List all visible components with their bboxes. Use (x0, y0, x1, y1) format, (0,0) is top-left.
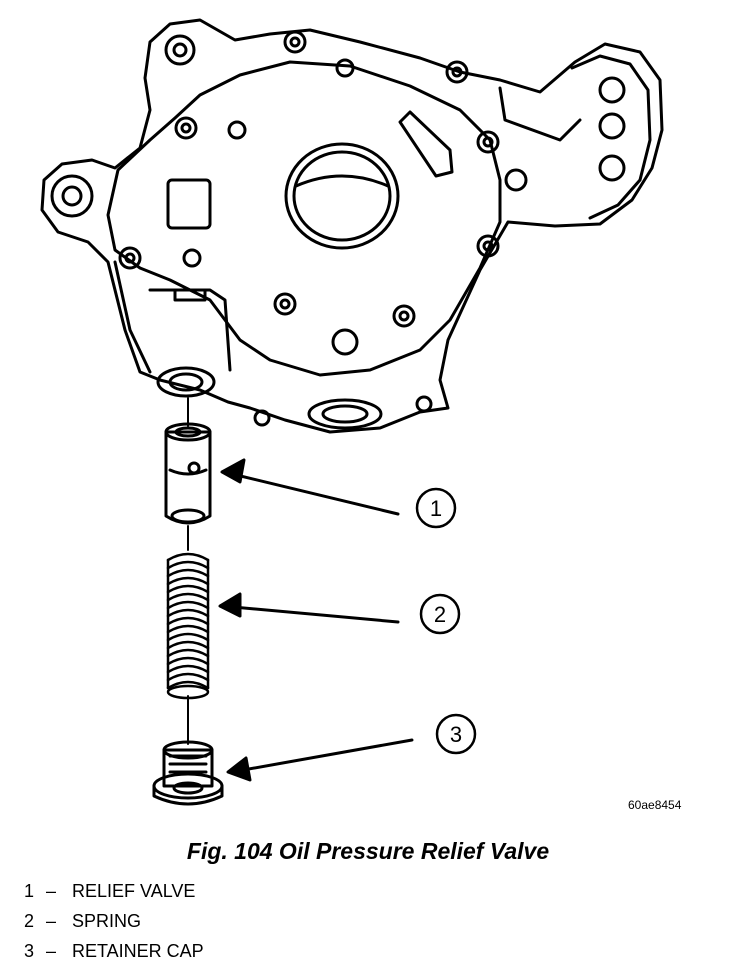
legend-dash: – (46, 911, 57, 931)
legend: 1 – RELIEF VALVE 2 – SPRING 3 – RETAINER… (24, 876, 204, 966)
legend-number: 3 (24, 941, 35, 961)
figure-code: 60ae8454 (628, 798, 682, 812)
oil-pump-housing (40, 18, 664, 434)
legend-item: 3 – RETAINER CAP (24, 936, 204, 966)
callout-number-2: 2 (434, 602, 446, 627)
spring (166, 552, 210, 700)
legend-dash: – (46, 881, 57, 901)
legend-number: 2 (24, 911, 35, 931)
arrowhead-3 (226, 756, 252, 782)
leader-line-3 (230, 738, 414, 774)
legend-label: RETAINER CAP (72, 941, 204, 961)
leader-line-2 (220, 604, 400, 624)
legend-label: SPRING (72, 911, 142, 931)
leader-arrows (218, 458, 414, 782)
diagram-artwork: 1 2 3 (40, 18, 664, 806)
legend-label: RELIEF VALVE (72, 881, 196, 901)
arrowhead-1 (220, 458, 246, 484)
legend-item: 2 – SPRING (24, 906, 204, 936)
callout-number-3: 3 (450, 722, 462, 747)
callout-circle-2 (419, 593, 461, 635)
legend-number: 1 (24, 881, 35, 901)
legend-item: 1 – RELIEF VALVE (24, 876, 204, 906)
callout-circle-3 (435, 713, 477, 755)
figure-caption: Fig. 104 Oil Pressure Relief Valve (186, 838, 550, 864)
relief-valve (164, 422, 212, 525)
leader-line-1 (222, 470, 400, 516)
arrowhead-2 (218, 592, 242, 618)
retainer-cap (152, 740, 224, 806)
callout-number-1: 1 (430, 496, 442, 521)
callout-circle-1 (415, 487, 457, 529)
legend-dash: – (46, 941, 57, 961)
